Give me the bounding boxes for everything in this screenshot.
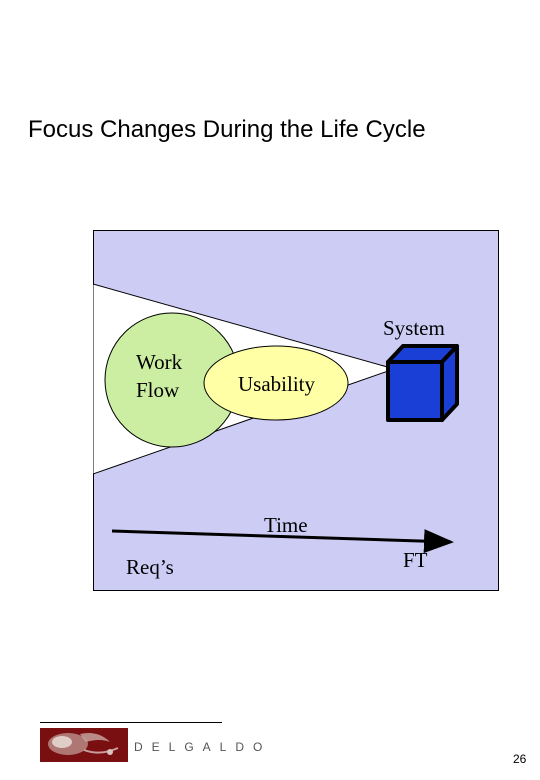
slide-title: Focus Changes During the Life Cycle: [28, 116, 426, 143]
work-flow-label-line2: Flow: [136, 378, 180, 402]
system-label: System: [383, 316, 445, 340]
page-number: 26: [513, 752, 527, 766]
reqs-label: Req’s: [126, 555, 174, 579]
usability-ellipse: [203, 345, 349, 421]
work-flow-label-line1: Work: [136, 350, 183, 374]
cube-front-face: [386, 360, 444, 422]
delgaldo-logo: DELGALDO: [40, 728, 262, 764]
usability-label: Usability: [238, 372, 315, 396]
time-arrow: [111, 529, 454, 554]
system-cube: [386, 344, 459, 422]
footer-divider: [40, 722, 222, 723]
ft-label: FT: [403, 548, 428, 572]
life-cycle-diagram: Work Flow Usability System Time Req’s FT: [93, 230, 499, 591]
diagram-canvas: Work Flow Usability System Time Req’s FT: [93, 230, 499, 591]
cube-side-face: [440, 344, 459, 422]
logo-wordmark: DELGALDO: [134, 740, 272, 754]
time-label: Time: [264, 513, 308, 537]
logo-mark-icon: [40, 728, 128, 762]
